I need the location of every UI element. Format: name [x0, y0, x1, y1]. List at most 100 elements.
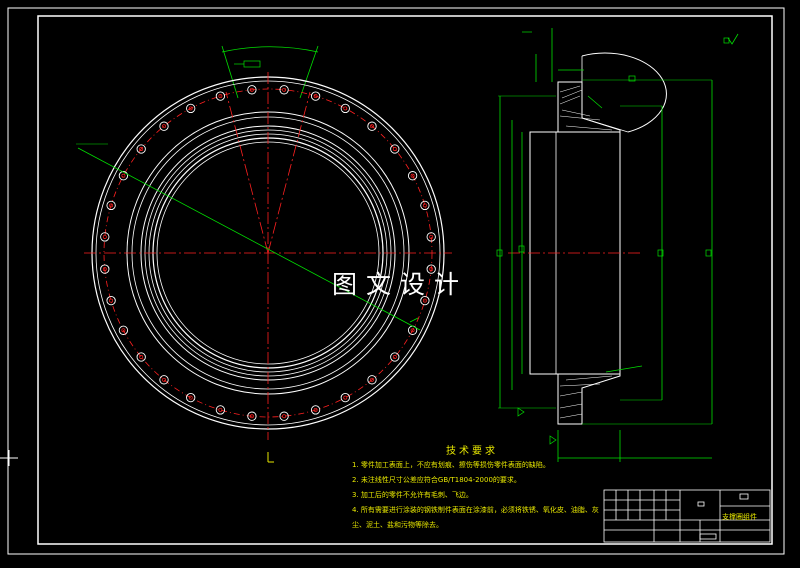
watermark: 图文设计	[332, 270, 469, 299]
outer-frame	[7, 7, 785, 555]
bolt-hole	[106, 200, 116, 211]
bolt-hole-center	[313, 94, 318, 99]
detail-section	[581, 56, 629, 133]
bolt-hole	[426, 264, 436, 274]
bolt-hole-center	[218, 407, 223, 412]
bolt-hole	[367, 375, 377, 385]
bolt-hole	[159, 121, 169, 131]
surface-leader	[605, 365, 643, 373]
tech-requirement-item: 2. 未注线性尺寸公差应符合GB/T1804-2000的要求。	[352, 476, 521, 484]
bolt-hole-center	[410, 173, 415, 178]
bolt-hole	[407, 171, 418, 181]
bolt-hole	[390, 352, 400, 362]
bolt-hole	[390, 144, 400, 154]
bolt-hole-center	[422, 203, 427, 208]
diameter-leader	[77, 147, 421, 331]
bolt-hole-center	[162, 124, 166, 129]
bolt-hole	[136, 144, 146, 154]
bolt-hole	[136, 352, 146, 362]
bolt-hole	[310, 405, 321, 415]
bolt-hole-center	[188, 106, 193, 111]
top-flange-hatch	[559, 85, 613, 131]
bolt-hole	[367, 121, 377, 131]
section-view	[496, 28, 739, 462]
bolt-hole-center	[392, 355, 397, 359]
bolt-hole	[279, 411, 289, 421]
angular-center-line	[267, 91, 311, 254]
bottom-flange-hatch	[559, 375, 613, 419]
bolt-holes	[100, 85, 436, 421]
bolt-hole	[215, 91, 226, 101]
dim-marker	[705, 249, 712, 257]
bolt-hole	[420, 295, 430, 306]
bolt-hole	[215, 405, 226, 415]
bolt-hole-center	[139, 147, 144, 151]
bolt-hole	[100, 264, 110, 274]
bolt-hole-center	[109, 203, 114, 208]
bolt-hole	[247, 85, 257, 95]
detail-view-arc	[581, 52, 667, 133]
dim-marker	[518, 245, 525, 253]
datum-mark	[549, 435, 557, 445]
bolt-hole-center	[109, 298, 114, 303]
tech-requirement-item: 3. 加工后的零件不允许有毛刺、飞边。	[352, 491, 473, 499]
bolt-hole-center	[188, 395, 193, 400]
bolt-hole-center	[162, 377, 166, 382]
bolt-hole-center	[370, 377, 374, 382]
sector-extension	[299, 45, 319, 99]
bolt-hole	[310, 91, 321, 101]
bolt-hole-center	[139, 355, 144, 359]
datum-mark	[517, 407, 525, 417]
bolt-hole-center	[370, 124, 374, 129]
bolt-hole-center	[121, 173, 126, 178]
dimension-tick	[409, 317, 419, 323]
bolt-hole	[118, 171, 129, 181]
bolt-hole-center	[218, 94, 223, 99]
bolt-hole-center	[102, 234, 107, 239]
bolt-hole-center	[429, 234, 434, 239]
tech-requirement-item: 尘、泥土、盐和污物等除去。	[352, 521, 443, 529]
bolt-hole-center	[313, 407, 318, 412]
bolt-hole-center	[282, 414, 287, 419]
roughness-box	[723, 37, 730, 44]
dim-marker	[657, 249, 664, 257]
bolt-hole-center	[249, 414, 254, 419]
bolt-hole	[426, 232, 436, 242]
sector-label-box	[243, 60, 261, 68]
bolt-hole-center	[249, 87, 254, 92]
bolt-hole	[186, 103, 196, 114]
surface-leader	[587, 95, 603, 109]
bolt-hole-center	[343, 395, 348, 400]
bolt-hole-center	[410, 328, 415, 333]
bolt-hole	[420, 200, 430, 211]
bolt-hole-center	[422, 298, 427, 303]
bolt-hole-center	[343, 106, 348, 111]
bolt-hole	[106, 295, 116, 306]
part-name: 支撑圈组件	[722, 513, 757, 521]
bolt-hole	[340, 392, 350, 403]
bolt-hole	[279, 85, 289, 95]
angular-center-line	[225, 91, 269, 254]
bolt-hole-center	[282, 87, 287, 92]
front-view	[76, 45, 452, 463]
sector-dimension	[221, 46, 319, 53]
tech-requirement-item: 4. 所有需要进行涂装的钢铁制件表面在涂漆前，必须将铁锈、氧化皮、油脂、灰	[352, 506, 599, 514]
tech-requirement-item: 1. 零件加工表面上，不应有划痕、擦伤等损伤零件表面的缺陷。	[352, 461, 550, 469]
title-block	[603, 489, 771, 543]
bolt-hole-center	[121, 328, 126, 333]
dim-marker	[496, 249, 503, 257]
bolt-hole	[247, 411, 257, 421]
bolt-hole-center	[392, 147, 397, 151]
bolt-hole-center	[429, 267, 434, 272]
dim-marker	[628, 75, 636, 82]
bolt-hole	[100, 232, 110, 242]
tech-requirements-title: 技术要求	[446, 446, 498, 457]
bolt-hole	[186, 392, 196, 403]
bolt-hole	[159, 375, 169, 385]
sector-extension	[221, 45, 239, 99]
top-flange-section	[557, 81, 621, 133]
bolt-hole	[118, 325, 129, 335]
inner-frame	[37, 15, 773, 545]
bolt-hole	[340, 103, 350, 114]
